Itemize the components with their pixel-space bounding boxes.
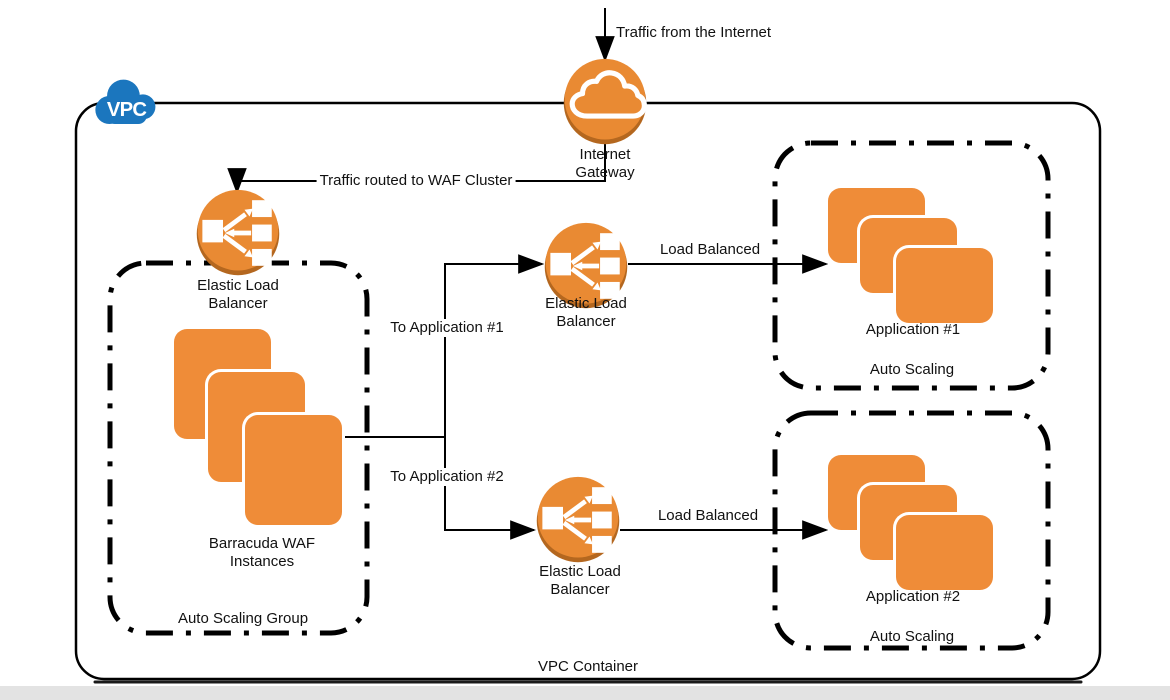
auto-scaling-group-label: Auto Scaling Group bbox=[177, 610, 309, 627]
edge-label-load-balanced-1: Load Balanced bbox=[659, 241, 761, 258]
internet-gateway-icon bbox=[560, 57, 650, 147]
elb-app2-label: Elastic Load Balancer bbox=[539, 563, 621, 598]
vpc-badge-label: VPC bbox=[107, 99, 147, 121]
edge-waf-to-elb1 bbox=[340, 254, 545, 438]
auto-scaling-app2-label: Auto Scaling bbox=[869, 628, 955, 645]
vpc-container-label: VPC Container bbox=[537, 658, 639, 675]
waf-stack-label: Barracuda WAF Instances bbox=[208, 535, 316, 570]
edge-label-traffic-routed-to-waf: Traffic routed to WAF Cluster bbox=[316, 172, 516, 190]
auto-scaling-group-app1-border bbox=[772, 140, 1051, 391]
instance-icon bbox=[245, 415, 342, 525]
vpc-cloud-icon: VPC bbox=[95, 79, 156, 125]
instance-icon bbox=[896, 248, 993, 323]
page-bottom-strip bbox=[0, 686, 1170, 700]
auto-scaling-group-waf-border bbox=[107, 260, 370, 636]
edge-label-traffic-from-internet: Traffic from the Internet bbox=[616, 24, 772, 41]
app2-instance-stack bbox=[828, 455, 998, 595]
app2-stack-label: Application #2 bbox=[865, 588, 961, 605]
waf-instance-stack bbox=[174, 329, 349, 536]
elastic-load-balancer-app2-icon bbox=[533, 475, 623, 565]
elastic-load-balancer-waf-icon bbox=[193, 188, 283, 278]
edge-label-load-balanced-2: Load Balanced bbox=[657, 507, 759, 524]
edge-label-to-application-2: To Application #2 bbox=[387, 468, 507, 486]
edge-label-to-application-1: To Application #1 bbox=[387, 319, 507, 337]
auto-scaling-app1-label: Auto Scaling bbox=[869, 361, 955, 378]
instance-icon bbox=[896, 515, 993, 590]
elb-app1-label: Elastic Load Balancer bbox=[545, 295, 627, 330]
app1-instance-stack bbox=[828, 188, 998, 328]
elb-waf-label: Elastic Load Balancer bbox=[197, 277, 279, 312]
app1-stack-label: Application #1 bbox=[865, 321, 961, 338]
internet-gateway-label: Internet Gateway bbox=[575, 146, 635, 181]
